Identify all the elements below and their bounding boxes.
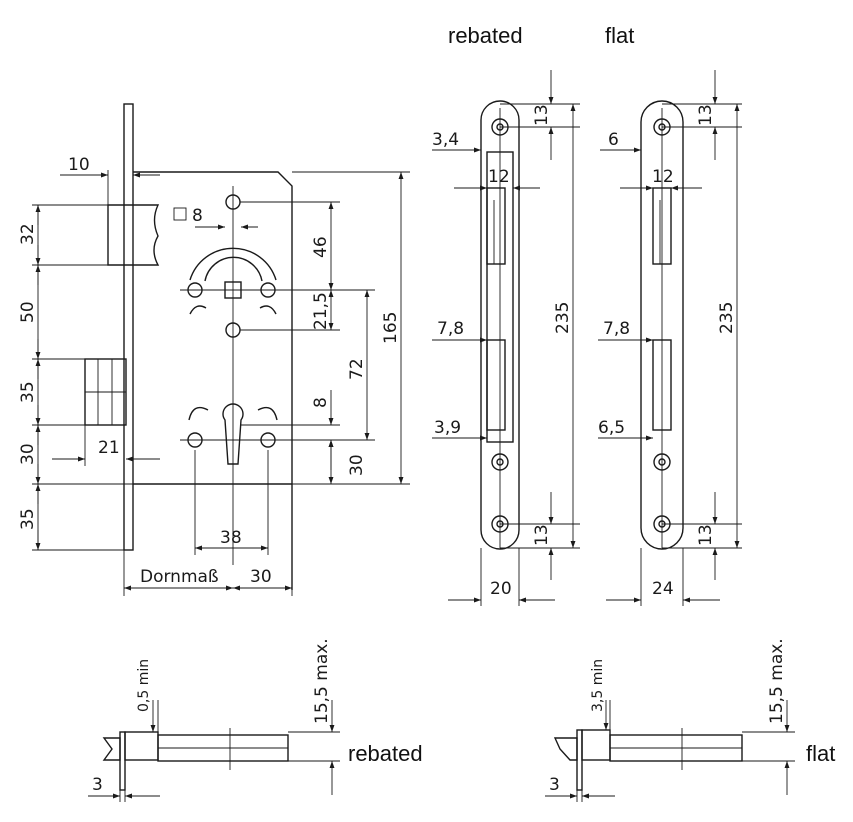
dim-50: 50 (18, 301, 38, 323)
dim-165: 165 (381, 312, 401, 344)
dim-3-flat: 3 (549, 775, 560, 795)
dim-7-8-rebated: 7,8 (437, 319, 464, 339)
faceplate-flat-view: flat 13 235 13 6 12 7,8 6,5 24 (598, 23, 742, 606)
dim-8-right: 8 (311, 397, 331, 408)
heading-flat: flat (605, 23, 634, 48)
dim-square-8: 8 (192, 206, 203, 226)
dim-13-bottom-rebated: 13 (532, 524, 552, 546)
dim-35-lower: 35 (18, 508, 38, 530)
dim-30-left: 30 (18, 443, 38, 465)
dim-235-rebated: 235 (553, 302, 573, 334)
dim-30-right: 30 (347, 454, 367, 476)
dim-12-rebated: 12 (488, 167, 510, 187)
latch-bolt (107, 204, 160, 266)
dim-35-upper: 35 (18, 381, 38, 403)
dim-dornmass: Dornmaß (140, 567, 219, 587)
lock-faceplate-strip (123, 103, 134, 551)
section-flat-view: 3,5 min 15,5 max. flat 3 (545, 638, 835, 802)
section-label-flat: flat (806, 741, 835, 766)
dim-13-top-rebated: 13 (532, 104, 552, 126)
cylinder-profile (222, 403, 244, 465)
dim-32: 32 (18, 223, 38, 245)
dim-3-4: 3,4 (432, 130, 459, 150)
dim-3-5-min: 3,5 min (590, 659, 606, 712)
lock-case-outline (133, 171, 293, 590)
dim-3-rebated: 3 (92, 775, 103, 795)
dim-7-8-flat: 7,8 (603, 319, 630, 339)
dim-3-9: 3,9 (434, 418, 461, 438)
section-rebated-view: 0,5 min 15,5 max. rebated 3 (88, 638, 423, 802)
dim-15-5-max-flat: 15,5 max. (767, 638, 787, 724)
dim-0-5-min: 0,5 min (136, 659, 152, 712)
dim-12-flat: 12 (652, 167, 674, 187)
dim-24: 24 (652, 579, 674, 599)
lock-body-view: 10 8 32 50 35 30 35 (18, 103, 410, 596)
dim-6: 6 (608, 130, 619, 150)
dim-6-5: 6,5 (598, 418, 625, 438)
section-label-rebated: rebated (348, 741, 423, 766)
dim-15-5-max-rebated: 15,5 max. (312, 638, 332, 724)
faceplate-rebated-view: rebated 13 235 13 3,4 12 7,8 3,9 (432, 23, 580, 606)
faceplate-rebated-outline (480, 100, 520, 550)
dim-38: 38 (220, 528, 242, 548)
faceplate-flat-outline (640, 100, 684, 550)
dim-235-flat: 235 (717, 302, 737, 334)
dim-46: 46 (311, 236, 331, 258)
dim-13-bottom-flat: 13 (696, 524, 716, 546)
dim-10: 10 (68, 155, 90, 175)
dim-21: 21 (98, 438, 120, 458)
dim-72: 72 (347, 358, 367, 380)
dim-30-bottom: 30 (250, 567, 272, 587)
dim-20: 20 (490, 579, 512, 599)
dim-21-5: 21,5 (311, 292, 331, 330)
heading-rebated: rebated (448, 23, 523, 48)
dim-13-top-flat: 13 (696, 104, 716, 126)
